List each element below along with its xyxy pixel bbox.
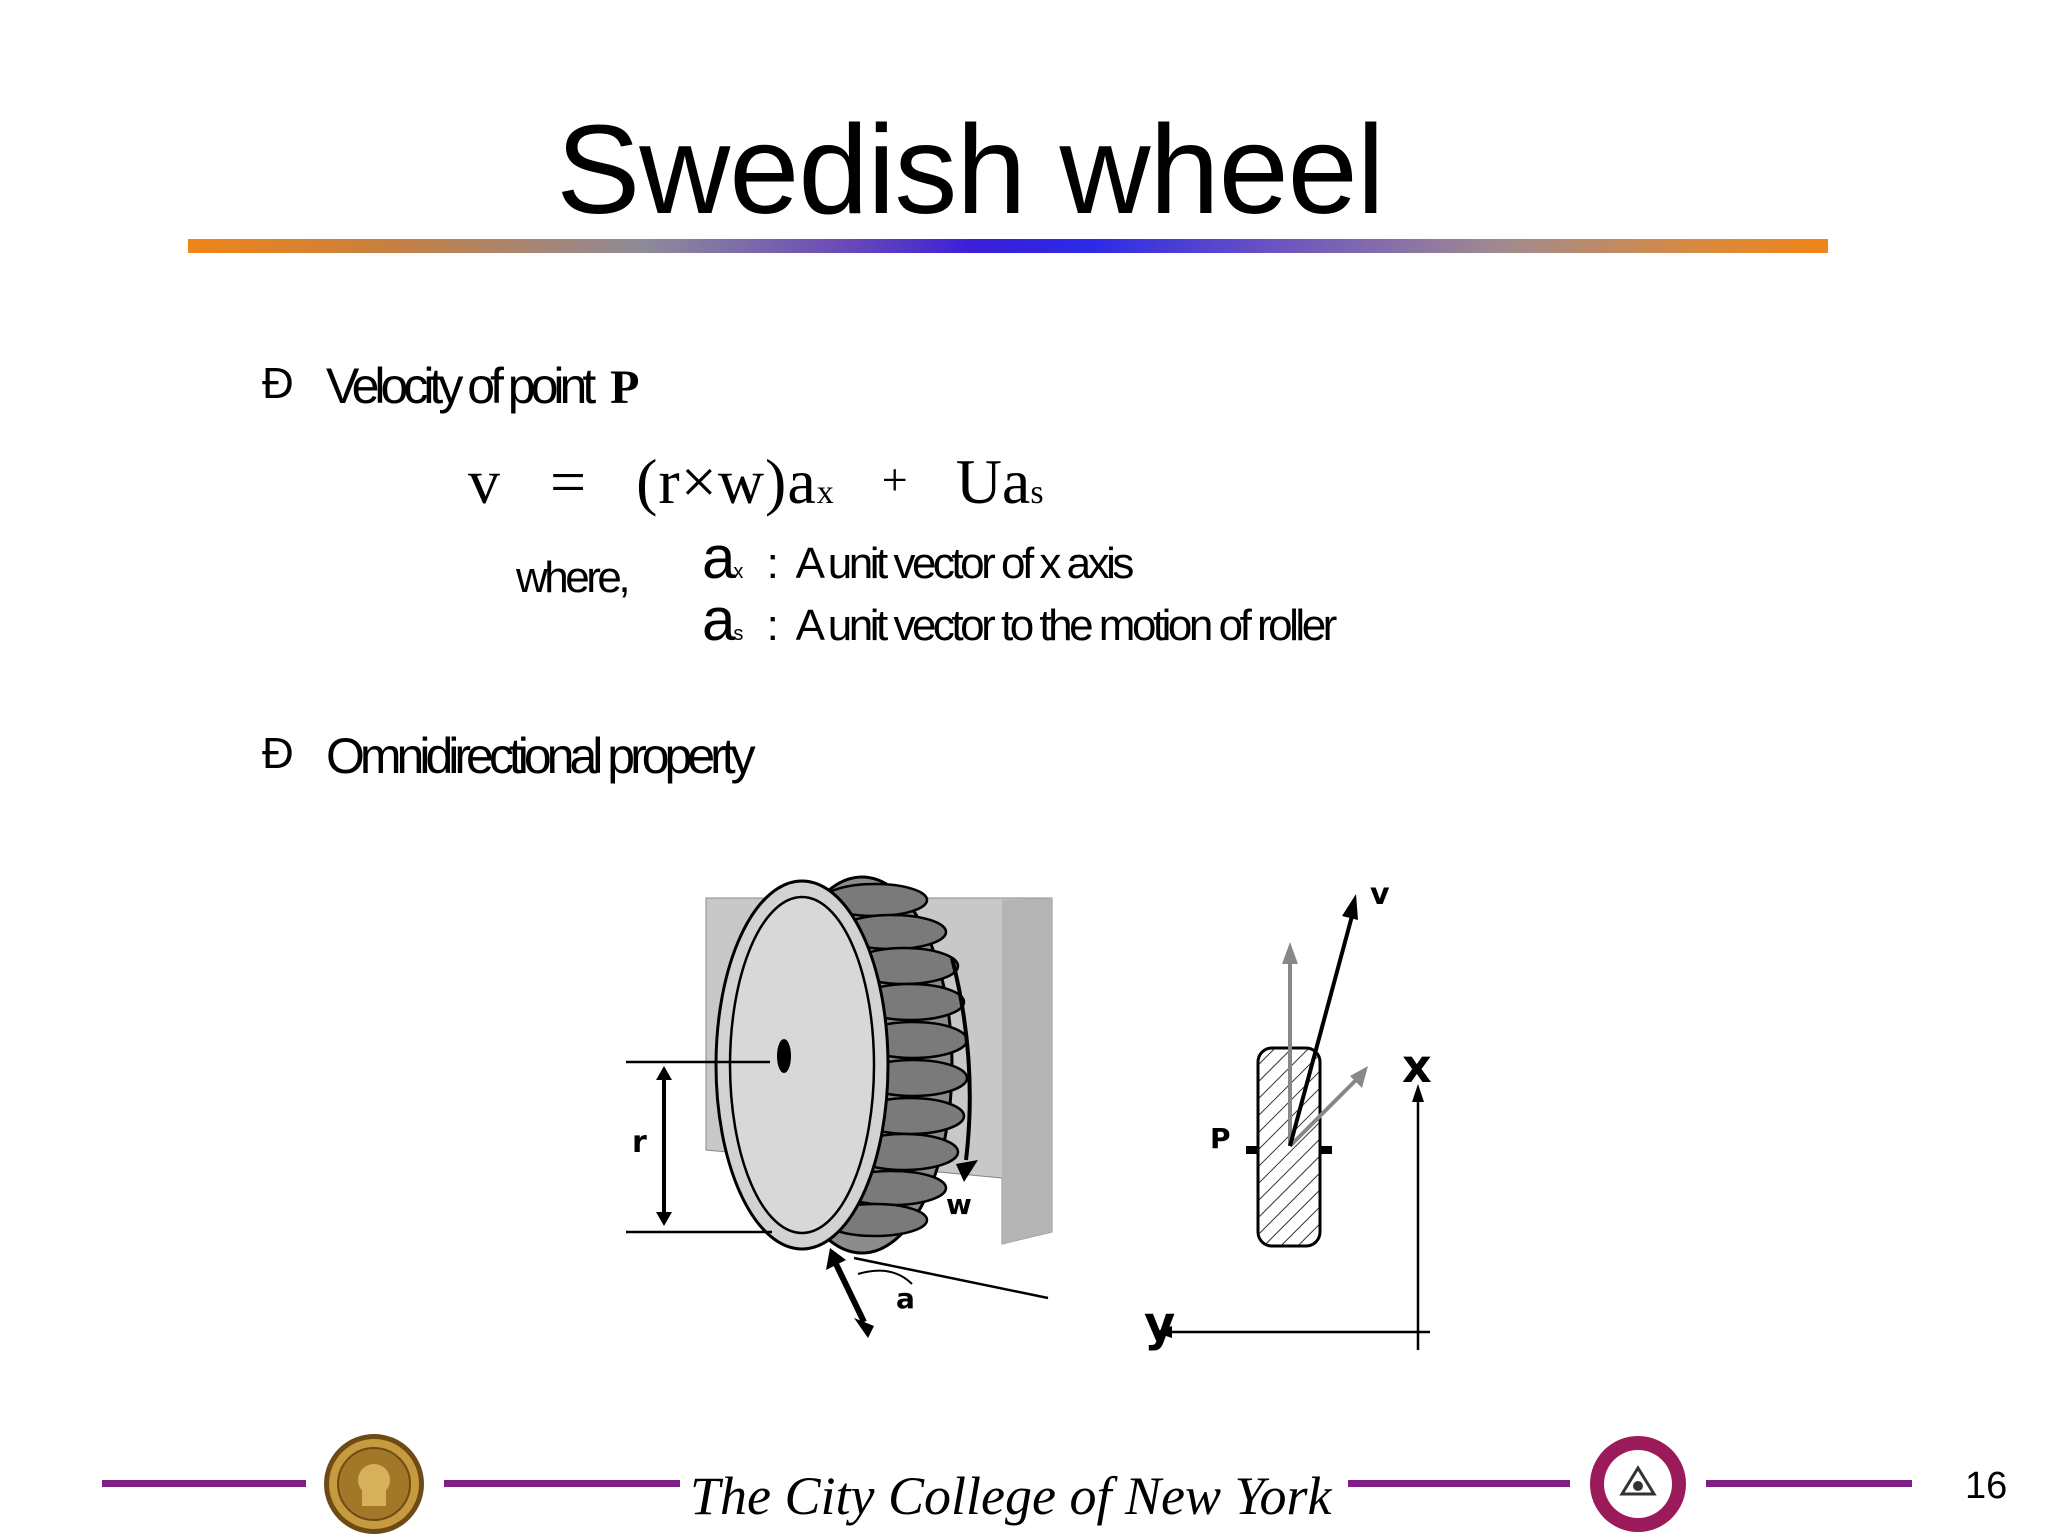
definition-as-symbol: a xyxy=(702,586,735,653)
wheel-hub xyxy=(777,1039,791,1073)
bullet-omni-text: Omnidirectional property xyxy=(326,728,756,784)
footer-rule-right-2 xyxy=(1706,1480,1912,1487)
y-axis-label: y xyxy=(1144,1296,1175,1352)
wheel-rim-inner xyxy=(728,895,876,1235)
angle-arc xyxy=(857,1269,913,1285)
footer-rule-left-2 xyxy=(444,1480,680,1487)
velocity-equation: v = (r×w)ax + Uas xyxy=(468,440,1044,533)
x-axis-label: x xyxy=(1402,1039,1432,1093)
definition-as-colon: : xyxy=(766,601,779,650)
bullet-velocity-text: Velocity of point P xyxy=(326,356,639,418)
definition-ax-colon: : xyxy=(766,539,779,588)
point-p-label: P xyxy=(610,361,640,414)
radius-label: r xyxy=(632,1125,647,1160)
ccny-seal-logo xyxy=(324,1434,424,1534)
definition-ax-symbol: a xyxy=(702,524,735,591)
equation-term2-sub: s xyxy=(1030,474,1044,511)
bullet-marker: Ð xyxy=(262,729,294,778)
roller-motion-arrow xyxy=(833,1262,867,1324)
footer-institution-name: The City College of New York xyxy=(690,1466,1332,1526)
angle-label: a xyxy=(896,1282,915,1315)
equation-term1: (r×w)a xyxy=(636,446,817,517)
definition-as-text: A unit vector to the motion of roller xyxy=(795,601,1338,650)
footer-rule-left-1 xyxy=(102,1480,306,1487)
robotics-lab-badge-logo xyxy=(1590,1436,1686,1532)
rotation-arrow xyxy=(950,957,972,1161)
equation-lhs: v xyxy=(468,446,500,517)
footer-rule-right-1 xyxy=(1348,1480,1570,1487)
definition-as-sub: s xyxy=(733,623,743,645)
slide-title: Swedish wheel xyxy=(556,99,1384,240)
velocity-label: v xyxy=(1370,877,1390,912)
equation-plus: + xyxy=(881,454,908,505)
bullet-velocity: Ð xyxy=(262,356,294,412)
swedish-wheel-illustration: r w a xyxy=(626,875,1053,1338)
point-label: P xyxy=(1210,1122,1231,1155)
angular-velocity-label: w xyxy=(946,1188,972,1221)
velocity-vector-diagram: P v x y xyxy=(1144,877,1432,1352)
velocity-arrow xyxy=(1288,915,1354,1147)
bullet-omni: Ð xyxy=(262,726,294,782)
equation-term2: Ua xyxy=(955,446,1031,517)
bullet-marker: Ð xyxy=(262,359,294,408)
definition-ax-sub: x xyxy=(733,561,743,583)
equation-term1-sub: x xyxy=(816,474,834,511)
plate-side xyxy=(1002,898,1052,1244)
title-gradient-rule xyxy=(188,239,1828,253)
definition-as: as : A unit vector to the motion of roll… xyxy=(702,590,1338,662)
page-number: 16 xyxy=(1965,1465,2008,1507)
definition-ax: ax : A unit vector of x axis xyxy=(702,528,1135,600)
definition-ax-text: A unit vector of x axis xyxy=(795,539,1135,588)
where-label: where, xyxy=(516,553,631,602)
equation-equals: = xyxy=(550,446,587,517)
bullet-velocity-label: Velocity of point xyxy=(326,358,596,414)
